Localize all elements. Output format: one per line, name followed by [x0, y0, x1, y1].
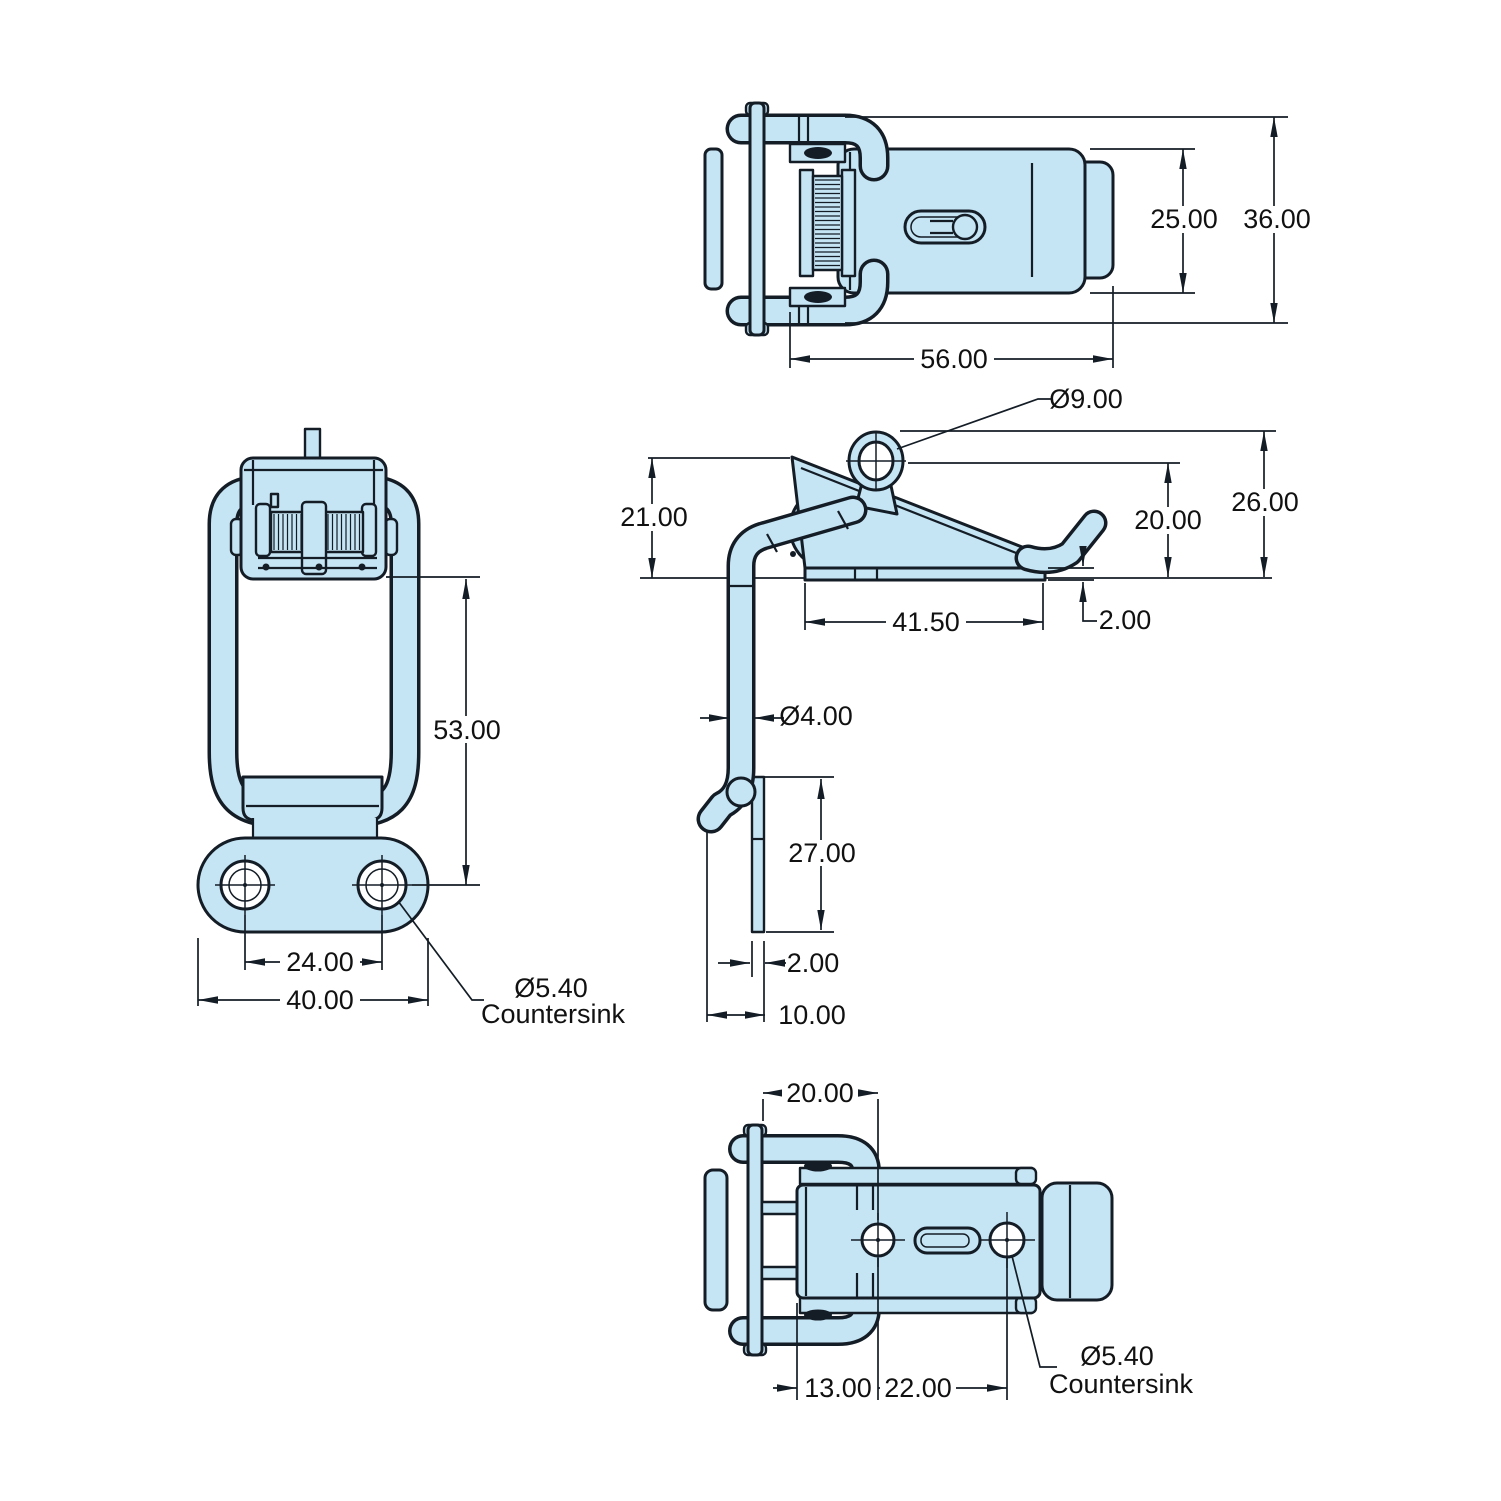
- svg-text:24.00: 24.00: [286, 947, 354, 977]
- top-view-latch-geometry: [703, 101, 1115, 337]
- dim-top-length: 56.00: [914, 344, 994, 374]
- front-view: 53.00 24.00 40.00 Ø5.40 Countersink: [196, 427, 626, 1029]
- svg-text:36.00: 36.00: [1243, 204, 1311, 234]
- side-view-latch-geometry: [640, 430, 1272, 934]
- top-slot-pin: [951, 213, 979, 241]
- front-countersink-hole-left: [215, 855, 275, 915]
- dim-side-body-height: 21.00: [615, 502, 695, 532]
- dim-front-hole-spacing: 24.00: [280, 947, 360, 977]
- top-spring-coil-hatch: [815, 179, 840, 267]
- svg-text:53.00: 53.00: [433, 715, 501, 745]
- dim-front-countersink-label: Countersink: [481, 999, 626, 1029]
- front-catch-strip: [300, 500, 328, 576]
- top-view: 25.00 36.00 56.00: [703, 101, 1317, 374]
- dim-side-ring-center-height: 20.00: [1128, 505, 1208, 535]
- dim-top-body-width: 25.00: [1144, 204, 1224, 234]
- svg-text:21.00: 21.00: [620, 502, 688, 532]
- front-keeper-plate: [241, 775, 384, 822]
- dim-bottom-edge-to-hole: 13.00: [800, 1373, 876, 1403]
- front-countersink-leader: [397, 900, 484, 1001]
- dim-side-catch-thickness: 2.00: [787, 948, 840, 978]
- dim-bottom-countersink-label: Countersink: [1049, 1369, 1194, 1399]
- bottom-slot: [913, 1226, 982, 1255]
- svg-text:20.00: 20.00: [786, 1078, 854, 1108]
- bottom-hook-nose: [1040, 1181, 1114, 1302]
- dim-side-catch-length: 27.00: [783, 838, 861, 868]
- top-catch-strip: [748, 101, 766, 337]
- bottom-view-latch-geometry: [703, 1123, 1114, 1357]
- dim-side-overall-height: 26.00: [1225, 487, 1305, 517]
- side-base-plate: [803, 566, 1047, 582]
- front-view-latch-geometry: [196, 427, 430, 934]
- bottom-view: 20.00 13.00 22.00 Ø5.40 Countersink: [703, 1078, 1194, 1403]
- side-view-dimensions: 21.00 20.00 26.00 41.50: [615, 384, 1305, 1030]
- dim-top-overall-width: 36.00: [1237, 204, 1317, 234]
- svg-text:13.00: 13.00: [804, 1373, 872, 1403]
- bottom-side-wall-upper: [798, 1166, 1034, 1186]
- dim-side-ring-diameter: Ø9.00: [1049, 384, 1123, 414]
- dim-side-wire-diameter: Ø4.00: [779, 701, 853, 731]
- front-top-tab: [303, 427, 322, 463]
- bottom-view-dimensions: 20.00 13.00 22.00 Ø5.40 Countersink: [762, 1078, 1194, 1403]
- dim-front-countersink-diameter: Ø5.40: [514, 973, 588, 1003]
- dim-side-base-thickness: 2.00: [1099, 605, 1152, 635]
- dim-front-height: 53.00: [427, 715, 507, 745]
- dim-front-plate-width: 40.00: [280, 985, 360, 1015]
- dim-bottom-countersink-diameter: Ø5.40: [1080, 1341, 1154, 1371]
- top-mount-plate-edge: [703, 147, 724, 291]
- top-rivet-lower: [804, 291, 832, 303]
- top-rivet-upper: [804, 147, 832, 159]
- side-ring-leader: [896, 398, 1051, 450]
- svg-text:26.00: 26.00: [1231, 487, 1299, 517]
- svg-text:27.00: 27.00: [788, 838, 856, 868]
- side-wire-section: [725, 776, 757, 808]
- svg-text:56.00: 56.00: [920, 344, 988, 374]
- bottom-mount-plate-edge: [703, 1168, 729, 1312]
- bottom-rivet-lower: [804, 1309, 832, 1321]
- bottom-countersink-leader: [1011, 1255, 1057, 1368]
- svg-text:25.00: 25.00: [1150, 204, 1218, 234]
- svg-text:41.50: 41.50: [892, 607, 960, 637]
- top-view-dimensions: 25.00 36.00 56.00: [789, 116, 1317, 374]
- dim-side-base-length: 41.50: [886, 607, 966, 637]
- dim-bottom-hole-spacing: 22.00: [880, 1373, 956, 1403]
- svg-text:22.00: 22.00: [884, 1373, 952, 1403]
- side-view: 21.00 20.00 26.00 41.50: [615, 384, 1305, 1030]
- front-view-dimensions: 53.00 24.00 40.00 Ø5.40 Countersink: [197, 576, 626, 1029]
- top-spring-coil: [811, 174, 844, 272]
- svg-text:20.00: 20.00: [1134, 505, 1202, 535]
- svg-text:40.00: 40.00: [286, 985, 354, 1015]
- dim-bottom-slot-to-hole: 20.00: [782, 1078, 858, 1108]
- dim-side-hook-width: 10.00: [778, 1000, 846, 1030]
- front-countersink-hole-right: [352, 855, 412, 915]
- bottom-rivet-upper: [804, 1160, 832, 1172]
- bottom-catch-strip: [746, 1123, 764, 1357]
